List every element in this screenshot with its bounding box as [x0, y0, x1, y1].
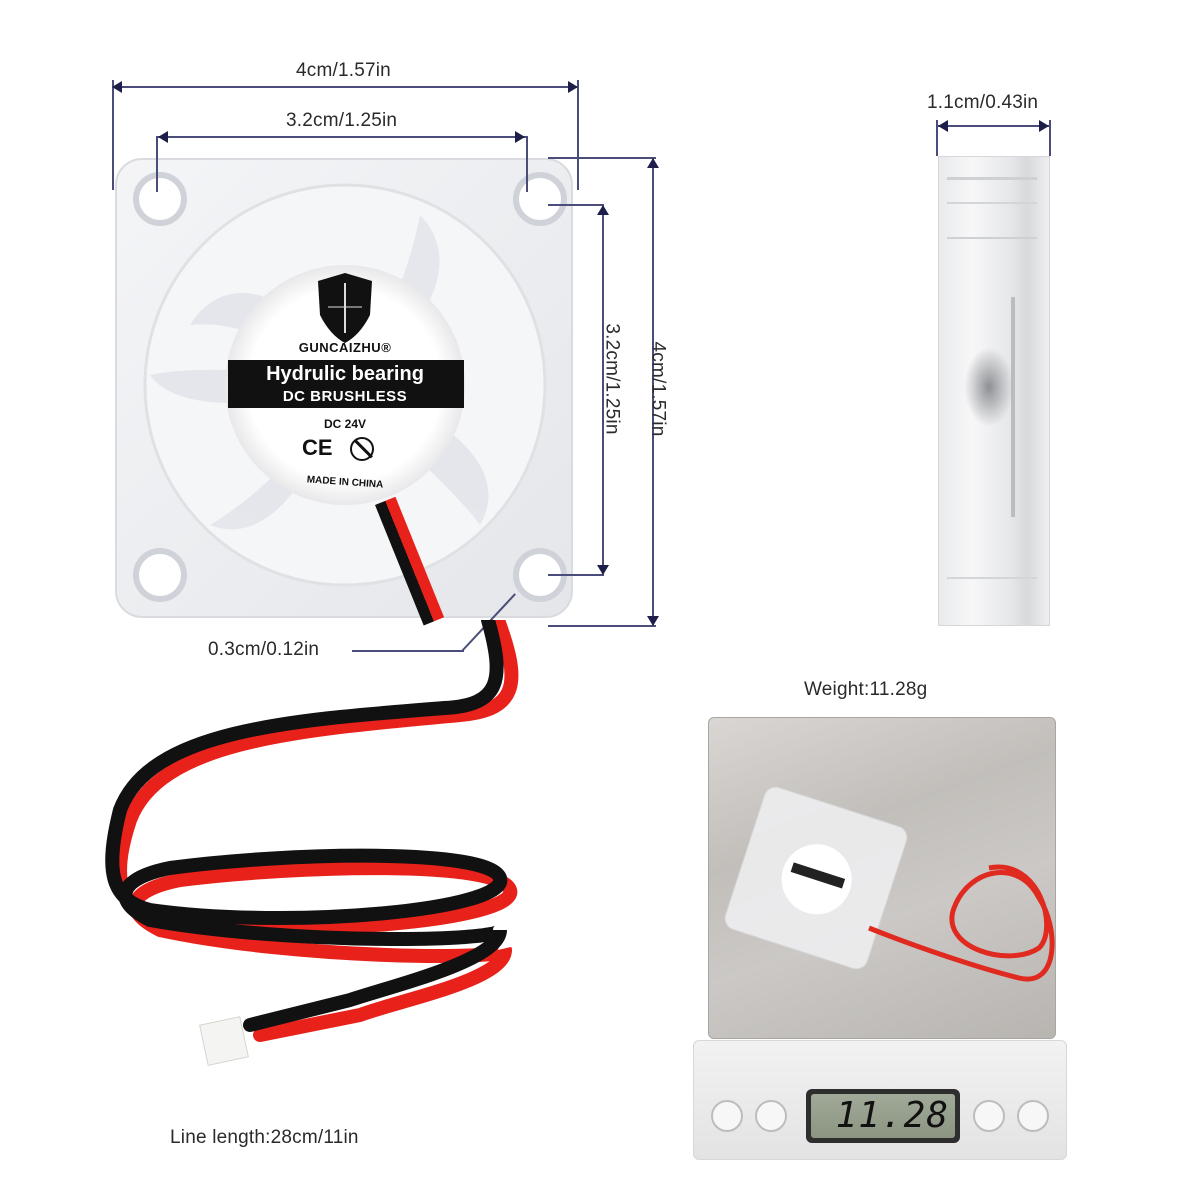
dim-outer-width-label: 4cm/1.57in — [296, 60, 391, 81]
arrow-right-icon — [515, 131, 525, 143]
dim-tick — [548, 625, 656, 627]
dim-hole-diameter-label: 0.3cm/0.12in — [208, 639, 320, 660]
arrow-right-icon — [1039, 120, 1049, 132]
arrow-up-icon — [647, 158, 659, 168]
arrow-up-icon — [597, 205, 609, 215]
arrow-left-icon — [158, 131, 168, 143]
jst-connector — [199, 1016, 249, 1066]
arrow-down-icon — [597, 565, 609, 575]
dim-outer-height-line — [652, 158, 654, 626]
fan-label-line1: Hydrulic bearing — [266, 363, 424, 385]
dim-tick — [548, 574, 604, 576]
dim-tick — [577, 80, 579, 190]
scale-button-4[interactable] — [1017, 1100, 1049, 1132]
dim-hole-height-label: 3.2cm/1.25in — [601, 323, 623, 435]
dim-tick — [936, 120, 938, 156]
dim-outer-height-label: 4cm/1.57in — [647, 341, 669, 437]
dim-thickness-label: 1.1cm/0.43in — [927, 92, 1039, 113]
fan-cable — [100, 620, 560, 1100]
arrow-left-icon — [938, 120, 948, 132]
dim-hole-width-label: 3.2cm/1.25in — [286, 110, 398, 131]
dim-tick — [156, 136, 158, 192]
dim-hole-width-line — [157, 136, 527, 138]
scale-platform — [708, 717, 1056, 1039]
dim-hole-height-line — [602, 205, 604, 575]
ce-mark-icon: CE — [302, 435, 333, 460]
fan-front-view: GUNCAIZHU® Hydrulic bearing DC BRUSHLESS… — [110, 155, 580, 626]
weight-label: Weight:11.28g — [804, 679, 928, 700]
cable-icon — [105, 620, 519, 1042]
scale-reading: 11.28 — [835, 1095, 949, 1136]
dim-outer-width-line — [112, 86, 578, 88]
mini-cable-icon — [868, 864, 1055, 982]
scale-button-1[interactable] — [711, 1100, 743, 1132]
dim-tick — [548, 204, 604, 206]
scale-button-3[interactable] — [973, 1100, 1005, 1132]
arrow-right-icon — [568, 81, 578, 93]
fan-front-icon — [115, 158, 573, 618]
dim-tick — [1049, 120, 1051, 156]
arrow-down-icon — [647, 616, 659, 626]
dim-tick — [548, 157, 656, 159]
scale-lcd: 11.28 — [806, 1089, 960, 1143]
fan-side-view — [938, 156, 1050, 626]
arrow-left-icon — [112, 81, 122, 93]
scale-button-2[interactable] — [755, 1100, 787, 1132]
no-waste-icon — [350, 437, 374, 461]
dim-hole-diameter-leader — [352, 650, 464, 652]
dim-tick — [526, 136, 528, 192]
dim-thickness-line — [937, 125, 1050, 127]
dim-tick — [112, 80, 114, 190]
fan-brand: GUNCAIZHU® — [298, 340, 392, 355]
fan-voltage: DC 24V — [323, 417, 367, 431]
fan-label-line2: DC BRUSHLESS — [282, 388, 408, 405]
cable-length-label: Line length:28cm/11in — [170, 1127, 359, 1148]
